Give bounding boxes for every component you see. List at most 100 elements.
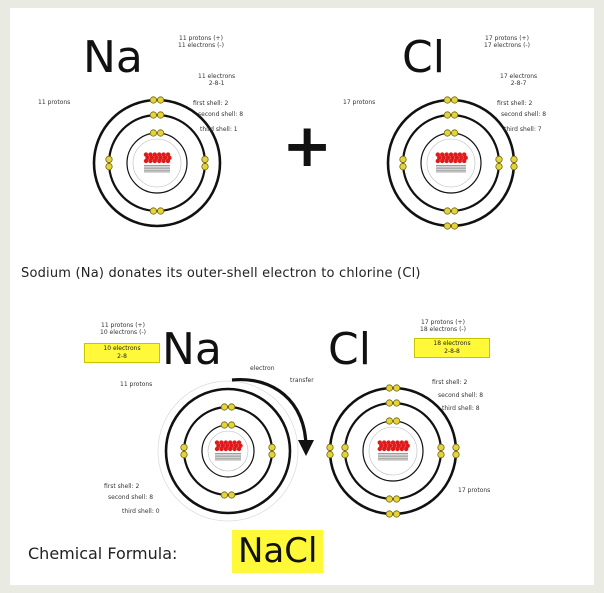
- bottom-na-atom-inner-ring: [207, 430, 249, 472]
- top-cl-atom-nucleus-neutrons: [436, 166, 466, 168]
- top-na-atom-nucleus-protons: [148, 152, 153, 157]
- bottom-na-atom-nucleus-protons: [232, 440, 237, 445]
- bottom-cl-atom-electron: [392, 384, 401, 392]
- top-cl-atom-nucleus-protons: [457, 152, 462, 157]
- bottom-cl-atom-shell-3: [328, 386, 458, 516]
- bottom-cl-atom-inner-ring: [368, 426, 418, 476]
- bottom-na-atom-shell-1: [201, 424, 255, 478]
- top-na-atom-electron: [105, 155, 113, 163]
- bottom-cl-protons-label: 17 protons: [458, 487, 491, 494]
- top-na-atom-shell-1: [126, 132, 188, 194]
- top-cl-atom-electron: [443, 222, 451, 230]
- electron-transfer-label-2: transfer: [290, 377, 314, 384]
- top-cl-atom-electron: [450, 222, 459, 230]
- electron-transfer-label-1: electron: [250, 365, 275, 372]
- formula-value: NaCl: [232, 530, 324, 573]
- top-na-atom-electron: [201, 163, 209, 171]
- top-na-symbol: Na: [83, 32, 143, 83]
- bottom-na-atom-electron: [268, 443, 276, 451]
- top-na-shell-1: first shell: 2: [193, 100, 229, 107]
- bottom-cl-atom-electron: [392, 399, 401, 407]
- bottom-cl-atom-electron: [392, 510, 401, 518]
- top-na-atom-nucleus-protons: [152, 152, 157, 157]
- bottom-cl-atom-nucleus-neutrons: [378, 454, 408, 456]
- top-cl-atom-inner-ring: [426, 138, 476, 188]
- bottom-cl-corner-note: 17 protons (+) 18 electrons (-): [420, 319, 466, 333]
- bottom-cl-atom-electron: [341, 450, 349, 459]
- bottom-na-atom-electron: [220, 403, 228, 411]
- bottom-na-atom-electron: [268, 450, 276, 459]
- bottom-cl-atom-nucleus-protons: [399, 440, 404, 445]
- bottom-cl-atom-electron: [385, 399, 393, 407]
- bottom-cl-atom-electron: [385, 417, 393, 425]
- plus-sign: +: [282, 111, 333, 181]
- top-cl-atom-electron: [495, 163, 503, 171]
- top-na-atom-electron: [157, 96, 165, 104]
- top-na-atom-nucleus-protons: [165, 152, 171, 157]
- transfer-caption: Sodium (Na) donates its outer-shell elec…: [21, 266, 421, 281]
- bottom-cl-atom-electron: [341, 443, 349, 451]
- bottom-na-atom-nucleus-neutrons: [215, 459, 241, 461]
- bottom-cl-atom-nucleus-neutrons: [378, 457, 408, 459]
- top-cl-atom-nucleus-protons: [462, 152, 467, 157]
- bottom-na-atom-nucleus-neutrons: [215, 454, 241, 456]
- bottom-cl-atom-electron: [452, 450, 460, 459]
- top-cl-atom-electron: [495, 155, 503, 163]
- top-na-atom-nucleus-protons: [143, 152, 149, 157]
- top-cl-atom-nucleus-neutrons: [436, 165, 466, 166]
- top-na-atom-shell-3: [92, 98, 222, 228]
- bottom-na-atom-electron: [220, 491, 228, 499]
- top-na-electrons-label: 11 electrons 2-8-1: [198, 73, 236, 87]
- top-cl-corner-note: 17 protons (+) 17 electrons (-): [484, 35, 530, 49]
- top-cl-atom-nucleus-neutrons: [436, 169, 466, 171]
- top-na-corner-note: 11 protons (+) 11 electrons (-): [178, 35, 224, 49]
- bottom-cl-atom-electron: [385, 495, 393, 503]
- top-na-atom-nucleus-neutrons: [144, 169, 170, 171]
- bottom-cl-shell-2: second shell: 8: [438, 392, 484, 399]
- bottom-na-atom-nucleus-protons: [219, 440, 224, 445]
- bottom-na-electron-box: 10 electrons 2-8: [84, 343, 160, 363]
- top-na-shell-2: second shell: 8: [198, 111, 244, 118]
- top-na-atom-inner-ring: [132, 138, 182, 188]
- top-cl-atom-electron: [443, 111, 451, 119]
- bottom-cl-shell-3: third shell: 8: [442, 405, 480, 412]
- bottom-cl-atom-electron: [437, 443, 445, 451]
- bottom-cl-atom-shell-2: [343, 401, 443, 501]
- bottom-cl-atom-electron: [392, 495, 401, 503]
- top-cl-atom-nucleus-neutrons: [436, 168, 466, 170]
- bottom-na-atom-shell-2: [182, 405, 274, 497]
- top-na-atom-nucleus-neutrons: [144, 165, 170, 166]
- electron-transfer-arrowhead: [298, 440, 314, 456]
- bottom-cl-atom-electron: [392, 417, 401, 425]
- bottom-na-atom-nucleus-neutrons: [215, 456, 241, 458]
- top-cl-atom-electron: [443, 96, 451, 104]
- bottom-na-atom-nucleus-protons: [214, 440, 220, 445]
- bottom-cl-atom-electron: [326, 443, 334, 451]
- top-cl-atom-electron: [510, 163, 518, 171]
- top-na-atom-nucleus-neutrons: [144, 166, 170, 168]
- top-cl-symbol: Cl: [402, 32, 445, 83]
- top-cl-atom-electron: [443, 207, 451, 215]
- bottom-cl-atom-nucleus-protons: [404, 440, 409, 445]
- bottom-cl-atom-nucleus-protons: [395, 440, 400, 445]
- bottom-na-atom-shell-3: [164, 387, 292, 515]
- bottom-cl-electron-box: 18 electrons 2-8-8: [414, 338, 490, 358]
- bottom-cl-atom-nucleus-protons: [386, 440, 391, 445]
- top-cl-atom-shell-1: [420, 132, 482, 194]
- formula-label: Chemical Formula:: [28, 544, 178, 563]
- top-cl-atom-electron: [450, 207, 459, 215]
- top-cl-atom-electron: [399, 163, 407, 171]
- top-na-atom-electron: [149, 129, 157, 137]
- bottom-na-empty-shell: [157, 380, 299, 522]
- bottom-na-protons-label: 11 protons: [120, 381, 153, 388]
- top-cl-atom-electron: [399, 155, 407, 163]
- atom-diagrams: [92, 96, 518, 522]
- top-cl-atom-nucleus-protons: [440, 152, 445, 157]
- top-na-atom-electron: [149, 96, 157, 104]
- top-na-atom-electron: [149, 207, 157, 215]
- bottom-cl-atom-nucleus-neutrons: [378, 456, 408, 458]
- bottom-cl-atom-electron: [385, 510, 393, 518]
- bottom-cl-atom-nucleus-protons: [390, 440, 396, 445]
- top-cl-atom-nucleus-protons: [448, 152, 454, 157]
- bottom-cl-atom-nucleus-protons: [377, 440, 382, 445]
